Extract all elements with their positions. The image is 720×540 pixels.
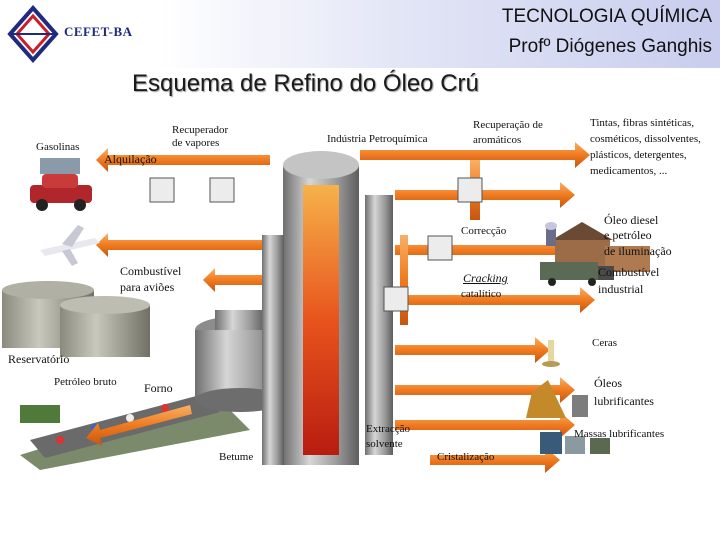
cefet-logo bbox=[7, 4, 59, 64]
label-alquilacao: Alquilação bbox=[104, 152, 157, 166]
label-correccao: Correcção bbox=[461, 225, 507, 237]
label-recuperador-1: Recuperador bbox=[172, 124, 229, 136]
label-comb-avioes-2: para aviões bbox=[120, 280, 175, 294]
label-cracking: Cracking bbox=[463, 271, 508, 285]
label-oleos-2: lubrificantes bbox=[594, 394, 654, 408]
tank-icon bbox=[2, 281, 150, 357]
label-ceras: Ceras bbox=[592, 337, 618, 349]
label-comb-ind-2: industrial bbox=[598, 282, 644, 296]
label-oleo-diesel-1: Óleo diesel bbox=[604, 213, 659, 227]
airplane-icon bbox=[40, 225, 100, 266]
logo-text: CEFET-BA bbox=[64, 24, 133, 39]
label-extraccao-2: solvente bbox=[366, 438, 403, 450]
label-comb-avioes-1: Combustível bbox=[120, 264, 182, 278]
label-oleo-diesel-3: de iluminação bbox=[604, 244, 672, 258]
header-author: Profº Diógenes Ganghis bbox=[508, 36, 712, 57]
car-icon bbox=[30, 158, 92, 211]
label-oleos-1: Óleos bbox=[594, 376, 622, 390]
distillation-tower bbox=[262, 151, 393, 465]
label-tintas-1: Tintas, fibras sintéticas, bbox=[590, 117, 695, 129]
label-tintas-3: plásticos, detergentes, bbox=[590, 149, 687, 161]
drum-icon bbox=[526, 380, 610, 454]
label-recuperador-2: de vapores bbox=[172, 137, 220, 149]
label-reservatorio: Reservatório bbox=[8, 352, 70, 366]
label-recup-arom-1: Recuperação de bbox=[473, 119, 543, 131]
label-betume: Betume bbox=[219, 451, 254, 463]
label-extraccao-1: Extracção bbox=[366, 423, 410, 435]
label-forno: Forno bbox=[144, 381, 173, 395]
truck-icon bbox=[540, 262, 614, 286]
process-units bbox=[149, 177, 483, 312]
label-recup-arom-2: aromáticos bbox=[473, 134, 522, 146]
label-comb-ind-1: Combustível bbox=[598, 265, 660, 279]
label-petroleo-bruto: Petróleo bruto bbox=[54, 376, 117, 388]
label-gasolinas: Gasolinas bbox=[36, 141, 80, 153]
label-oleo-diesel-2: e petróleo bbox=[604, 228, 652, 242]
slide-title: Esquema de Refino do Óleo Crú bbox=[132, 70, 479, 97]
label-tintas-4: medicamentos, ... bbox=[590, 165, 668, 177]
label-tintas-2: cosméticos, dissolventes, bbox=[590, 133, 701, 145]
arrows-left bbox=[86, 148, 270, 446]
label-industria: Indústria Petroquímica bbox=[327, 133, 428, 145]
label-catalitico: catalítico bbox=[461, 288, 502, 300]
lamp-icon bbox=[542, 222, 560, 367]
label-cristalizacao: Cristalização bbox=[437, 451, 495, 463]
header-band bbox=[0, 0, 720, 68]
header-title: TECNOLOGIA QUÍMICA bbox=[501, 6, 712, 27]
label-massas: Massas lubrificantes bbox=[574, 428, 665, 440]
